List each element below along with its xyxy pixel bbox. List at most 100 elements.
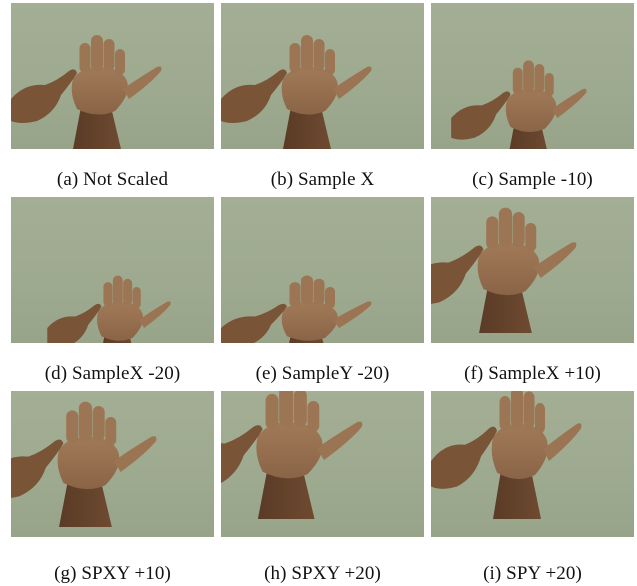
palm-shape (491, 423, 548, 480)
finger-shape (525, 223, 537, 252)
finger-shape (112, 275, 123, 306)
finger-shape (123, 278, 133, 306)
panel-caption: (a) Not Scaled (56, 169, 169, 190)
pointing-hand-shape (431, 426, 497, 489)
panel-caption: (d) SampleX -20) (44, 363, 181, 384)
palm-shape (256, 422, 323, 479)
finger-shape (313, 278, 325, 306)
hand-illustration (47, 275, 171, 343)
hand-photo (221, 197, 424, 343)
panel-caption: (i) SPY +20) (483, 563, 582, 584)
panel-e: (e) SampleY -20) (221, 197, 424, 384)
finger-shape (293, 391, 307, 427)
finger-shape (313, 39, 325, 71)
finger-shape (279, 391, 294, 427)
finger-shape (105, 417, 117, 446)
hand-illustration (451, 60, 587, 149)
pointing-hand-shape (11, 69, 77, 123)
hand-photo (221, 391, 424, 537)
finger-shape (486, 216, 499, 250)
finger-shape (523, 60, 534, 93)
thumb-shape (543, 423, 582, 461)
forearm-shape (59, 477, 112, 527)
palm-shape (97, 301, 144, 341)
pointing-hand-shape (221, 303, 287, 343)
panel-c: (c) Sample -10) (431, 3, 634, 190)
palm-shape (57, 436, 120, 490)
finger-shape (325, 287, 335, 309)
finger-shape (132, 287, 141, 309)
hand-illustration (11, 35, 162, 149)
hand-illustration (431, 207, 577, 333)
finger-shape (78, 401, 93, 442)
finger-shape (544, 73, 554, 97)
finger-shape (499, 396, 511, 431)
palm-shape (477, 242, 540, 296)
palm-shape (281, 67, 338, 115)
finger-shape (289, 43, 301, 73)
panel-g: (g) SPXY +10) (11, 391, 214, 584)
forearm-shape (257, 465, 315, 519)
finger-shape (92, 406, 105, 442)
forearm-shape (283, 104, 331, 149)
panel-caption: (b) Sample X (270, 169, 375, 190)
panel-caption: (c) Sample -10) (472, 169, 593, 190)
pointing-hand-shape (431, 245, 484, 304)
panel-caption: (f) SampleX +10) (464, 363, 601, 384)
finger-shape (325, 49, 335, 75)
finger-shape (103, 282, 113, 307)
finger-shape (512, 67, 523, 95)
panel-i: (i) SPY +20) (431, 391, 634, 584)
hand-illustration (221, 391, 363, 519)
forearm-shape (493, 466, 541, 519)
finger-shape (301, 275, 313, 306)
hand-photo (11, 391, 214, 537)
finger-shape (498, 207, 513, 248)
finger-shape (301, 35, 313, 71)
finger-shape (265, 393, 279, 430)
finger-shape (91, 35, 103, 71)
panel-d: (d) SampleX -20) (11, 197, 214, 384)
thumb-shape (333, 301, 372, 328)
panel-f: (f) SampleX +10) (431, 197, 634, 384)
hand-illustration (431, 391, 582, 519)
finger-shape (115, 49, 125, 75)
pointing-hand-shape (221, 69, 287, 123)
hand-illustration (11, 401, 157, 527)
thumb-shape (316, 421, 363, 460)
pointing-hand-shape (221, 425, 263, 484)
finger-shape (103, 39, 115, 71)
palm-shape (281, 301, 338, 341)
thumb-shape (114, 436, 157, 472)
panel-caption: (g) SPXY +10) (54, 563, 171, 584)
panel-h: (h) SPXY +20) (221, 391, 424, 584)
hand-photo (221, 3, 424, 149)
thumb-shape (551, 88, 587, 118)
hand-illustration (221, 275, 372, 343)
thumb-shape (123, 66, 162, 99)
finger-shape (289, 282, 301, 307)
finger-shape (535, 403, 545, 434)
thumb-shape (333, 66, 372, 99)
finger-shape (512, 212, 525, 248)
thumb-shape (534, 242, 577, 278)
finger-shape (511, 391, 523, 429)
forearm-shape (73, 104, 121, 149)
panel-caption: (e) SampleY -20) (255, 363, 390, 384)
hand-photo (11, 3, 214, 149)
finger-shape (534, 64, 545, 93)
forearm-shape (479, 283, 532, 333)
finger-shape (307, 401, 320, 432)
palm-shape (505, 89, 557, 132)
panel-b: (b) Sample X (221, 3, 424, 190)
hand-illustration (221, 35, 372, 149)
panel-a: (a) Not Scaled (11, 3, 214, 190)
palm-shape (71, 67, 128, 115)
panel-caption: (h) SPXY +20) (264, 563, 381, 584)
hand-photo (431, 197, 634, 343)
finger-shape (66, 410, 79, 444)
pointing-hand-shape (11, 439, 64, 498)
hand-photo (11, 197, 214, 343)
hand-photo (431, 3, 634, 149)
